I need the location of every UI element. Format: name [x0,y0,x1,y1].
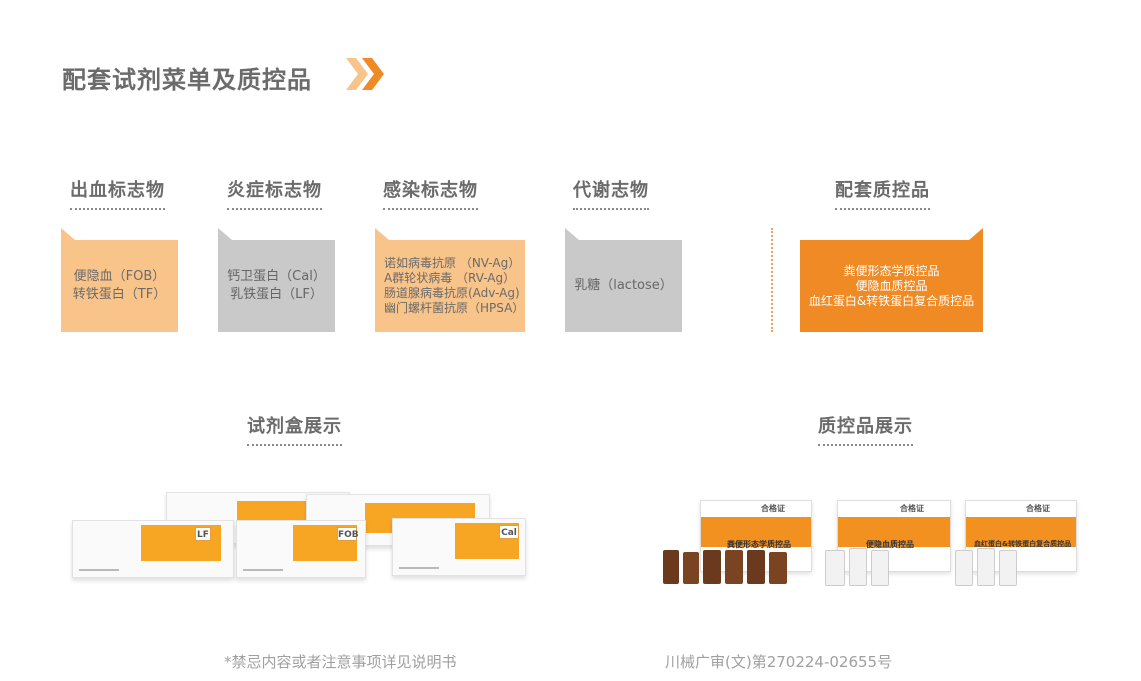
category-label-controls: 配套质控品 [835,176,930,210]
brown-bottle [703,550,721,584]
certificate-product: 便隐血质控品 [866,540,914,549]
kit-tag: FOB [337,527,359,541]
footnote-approval-number: 川械广审(文)第270224-02655号 [665,653,893,671]
certificate-product: 粪便形态学质控品 [727,540,791,549]
card-line: 乳糖（lactose） [574,278,673,293]
category-label-bleeding: 出血标志物 [70,176,165,210]
page-title: 配套试剂菜单及质控品 [62,66,312,94]
card-line: 肠道腺病毒抗原(Adv-Ag) [384,286,520,300]
card-metabolic: 乳糖（lactose） [565,228,682,332]
card-inflammation: 钙卫蛋白（Cal） 乳铁蛋白（LF） [218,228,335,332]
card-controls: 粪便形态学质控品 便隐血质控品 血红蛋白&转铁蛋白复合质控品 [800,228,983,332]
double-chevron-icon [346,58,384,90]
white-bottle [849,548,867,586]
kit-tag: Cal [499,525,519,539]
brown-bottle [725,550,743,584]
section-label-controls: 质控品展示 [818,412,913,446]
card-infection: 诺如病毒抗原 （NV-Ag） A群轮状病毒 （RV-Ag） 肠道腺病毒抗原(Ad… [375,228,525,332]
white-bottle [999,550,1017,586]
category-label-infection: 感染标志物 [383,176,478,210]
card-line: 便隐血质控品 [855,278,928,293]
card-line: 乳铁蛋白（LF） [230,287,323,302]
card-line: 钙卫蛋白（Cal） [227,269,326,284]
card-line: A群轮状病毒 （RV-Ag） [384,271,516,285]
brown-bottle [769,552,787,584]
white-bottle [977,548,995,586]
brown-bottle [663,550,679,584]
card-line: 粪便形态学质控品 [843,263,940,278]
card-line: 转铁蛋白（TF） [72,287,167,302]
certificate-product: 血红蛋白&转铁蛋白复合质控品 [974,540,1072,548]
white-bottle [955,550,973,586]
certificate-header: 合格证 [1026,504,1050,513]
card-line: 血红蛋白&转铁蛋白复合质控品 [808,293,975,308]
certificate-header: 合格证 [761,504,785,513]
card-line: 幽门螺杆菌抗原（HPSA） [384,301,525,315]
kit-box-fob: FOB [236,520,366,578]
certificate-header: 合格证 [900,504,924,513]
kit-box-display: LF FOB Cal [70,490,530,585]
card-line: 诺如病毒抗原 （NV-Ag） [384,256,521,270]
footnote-contraindication: *禁忌内容或者注意事项详见说明书 [224,653,457,671]
kit-box-lf: LF [72,520,234,578]
section-label-kits: 试剂盒展示 [247,412,342,446]
card-bleeding: 便隐血（FOB） 转铁蛋白（TF） [61,228,178,332]
kit-box-cal: Cal [392,518,526,576]
quality-control-display: 合格证 粪便形态学质控品 合格证 便隐血质控品 合格证 血红蛋白&转铁蛋白复合质… [655,498,1080,593]
vertical-divider [771,228,773,332]
category-label-metabolic: 代谢志物 [573,176,649,210]
white-bottle [825,550,845,586]
card-line: 便隐血（FOB） [73,269,166,284]
category-label-inflammation: 炎症标志物 [227,176,322,210]
brown-bottle [747,550,765,584]
kit-tag: LF [195,527,211,541]
white-bottle [871,550,889,586]
brown-bottle [683,552,699,584]
